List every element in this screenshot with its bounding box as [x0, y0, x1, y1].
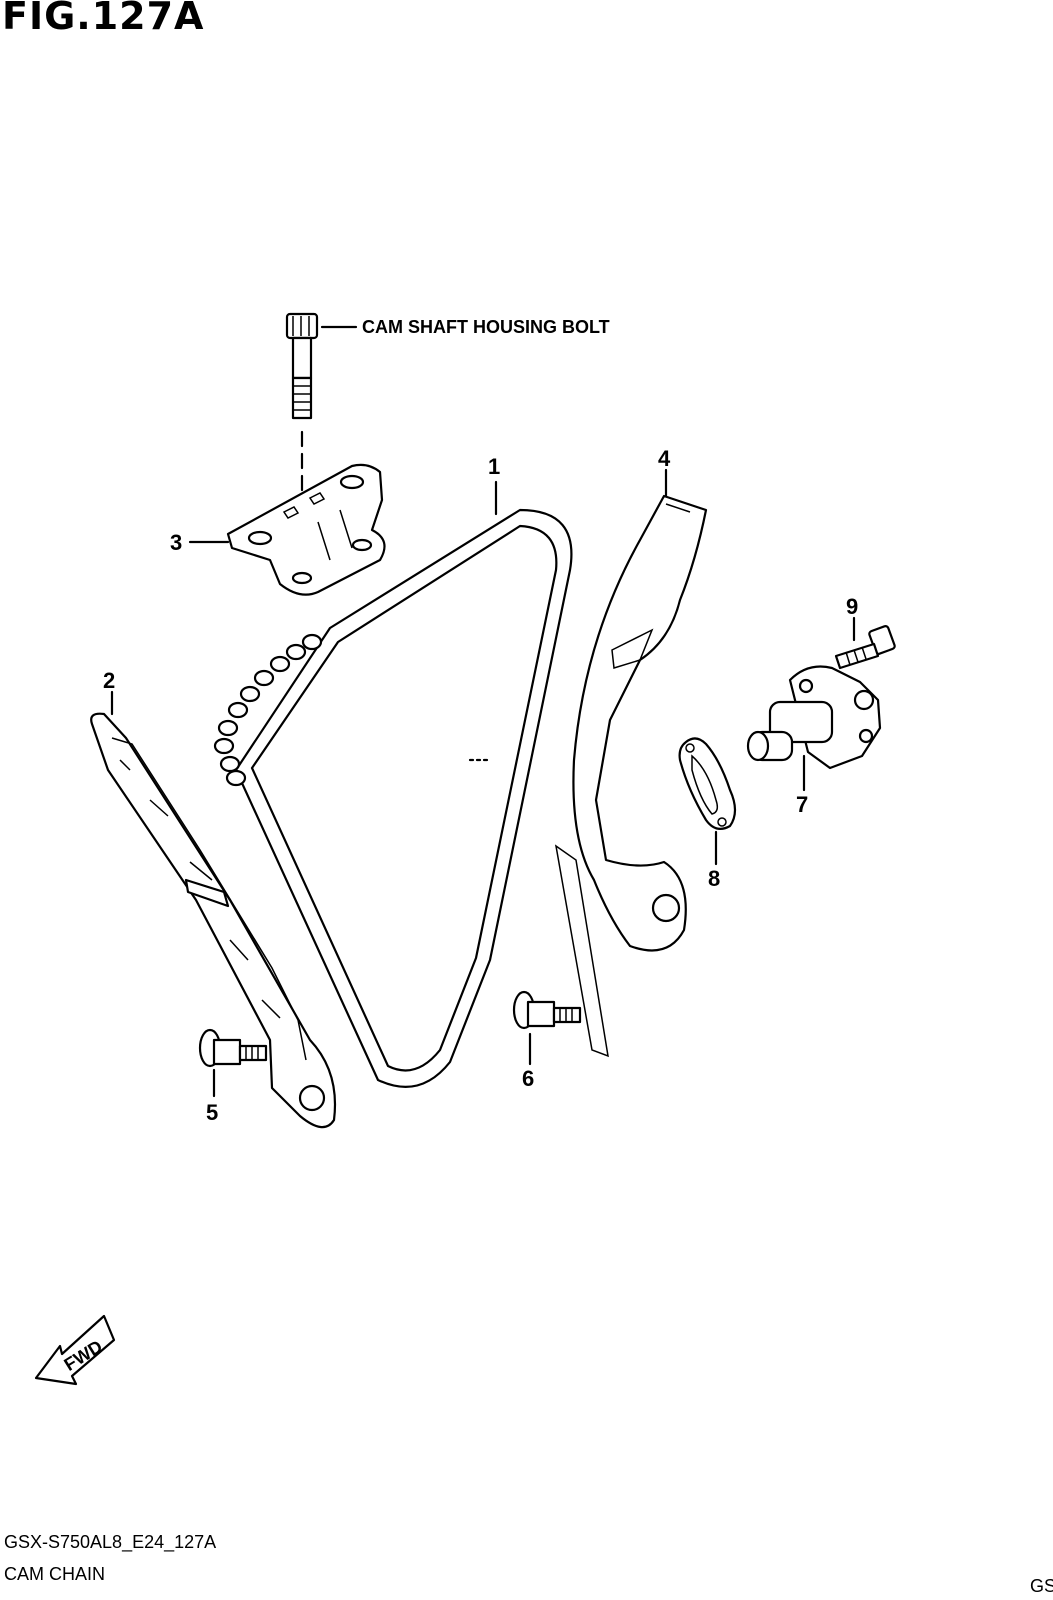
part-3-housing-plate	[226, 463, 386, 596]
chain-links	[213, 633, 323, 787]
callout-4: 4	[658, 446, 671, 471]
callout-7: 7	[796, 792, 808, 817]
callout-6: 6	[522, 1066, 534, 1091]
part-7-chain-tensioner	[746, 665, 882, 770]
part-1-cam-chain	[213, 508, 573, 1088]
figure-title: FIG.127A	[2, 0, 205, 38]
diagram-name: CAM CHAIN	[4, 1564, 106, 1584]
part-5-guide-bolt	[198, 1028, 268, 1068]
fwd-arrow: FWD	[34, 1314, 116, 1386]
part-6-guide-bolt	[512, 990, 582, 1030]
part-4-chain-guide	[554, 494, 708, 1058]
diagram-edge-text: GS	[1030, 1576, 1053, 1596]
cam-shaft-housing-bolt	[285, 312, 319, 594]
callout-3: 3	[170, 530, 182, 555]
part-2-chain-guide	[90, 712, 337, 1129]
note-cam-shaft-housing-bolt: CAM SHAFT HOUSING BOLT	[362, 317, 610, 337]
callout-2: 2	[103, 668, 115, 693]
callout-5: 5	[206, 1100, 218, 1125]
callout-1: 1	[488, 454, 500, 479]
part-9-tensioner-bolt	[834, 625, 896, 670]
callout-9: 9	[846, 594, 858, 619]
callout-8: 8	[708, 866, 720, 891]
diagram-code: GSX-S750AL8_E24_127A	[4, 1532, 217, 1552]
part-8-gasket	[678, 737, 737, 831]
